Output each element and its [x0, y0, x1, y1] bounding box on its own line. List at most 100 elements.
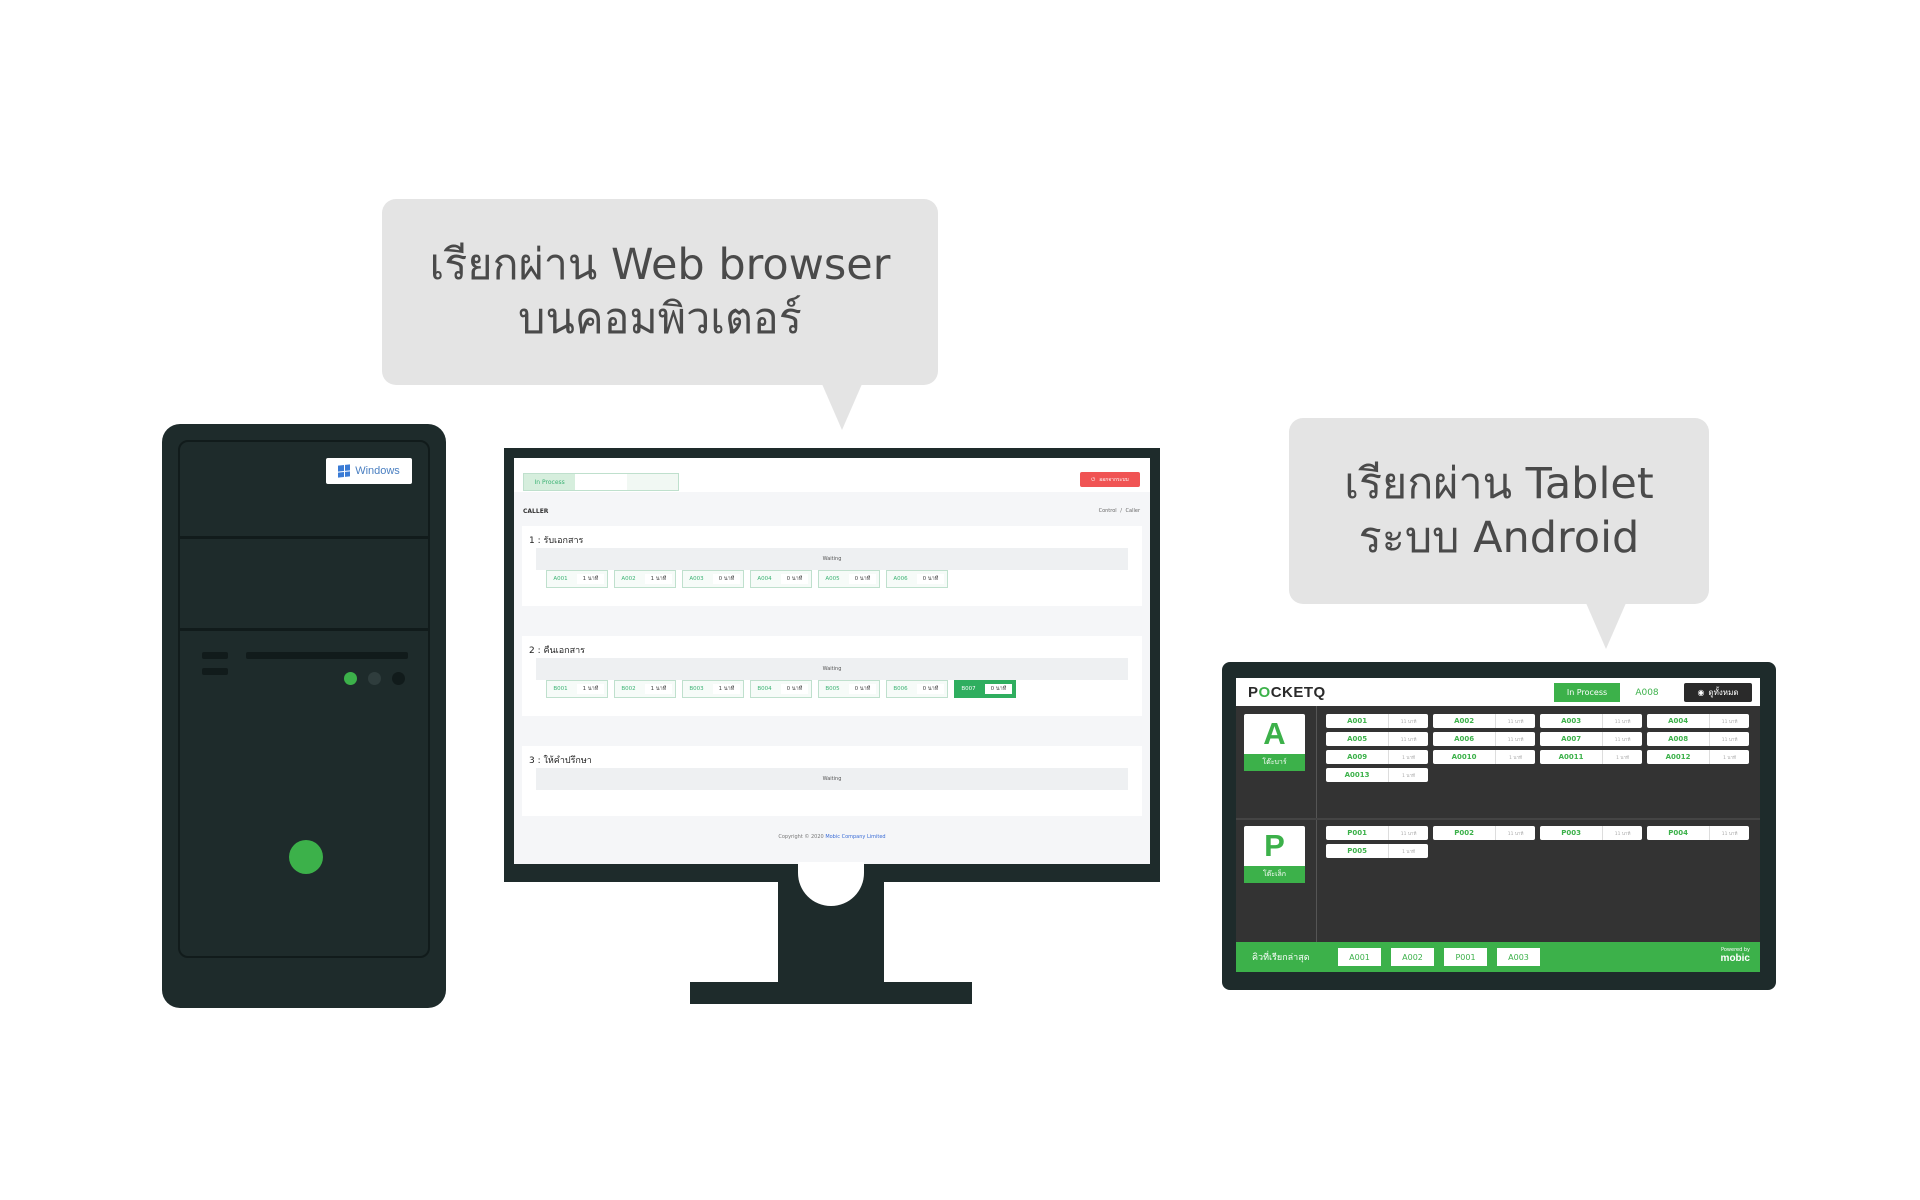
- row-divider: [1236, 818, 1760, 820]
- queue-chip[interactable]: A004 0 นาที: [750, 570, 812, 588]
- tablet-header: POCKETQ In Process A008 ◉ ดูทั้งหมด: [1236, 678, 1760, 706]
- queue-wait: 1 นาที: [577, 574, 604, 584]
- queue-wait: 1 นาที: [645, 574, 672, 584]
- queue-code: A006: [893, 576, 908, 582]
- service-letter: P: [1264, 828, 1285, 863]
- latest-calls-label: คิวที่เรียกล่าสุด: [1252, 953, 1310, 963]
- queue-code: B007: [961, 686, 976, 692]
- breadcrumb-control[interactable]: Control: [1098, 508, 1117, 514]
- status-led-icon: [344, 672, 357, 685]
- queue-chip-active[interactable]: B007 0 นาที: [954, 680, 1016, 698]
- speech-bubble-tablet: เรียกผ่าน Tablet ระบบ Android: [1289, 418, 1709, 604]
- queue-code: A005: [825, 576, 840, 582]
- queue-chip[interactable]: A006 0 นาที: [886, 570, 948, 588]
- queue-wait: 0 นาที: [917, 684, 944, 694]
- view-all-label: ดูทั้งหมด: [1708, 688, 1739, 697]
- recent-calls-list: A001 A002 P001 A003: [1338, 948, 1540, 966]
- queue-code: A004: [757, 576, 772, 582]
- pc-tower: Windows: [162, 424, 446, 1008]
- breadcrumb: Control / Caller: [1099, 508, 1140, 514]
- eye-icon: ◉: [1697, 688, 1705, 697]
- monitor-stand-base: [690, 982, 972, 1004]
- logout-label: ออกจากระบบ: [1099, 476, 1129, 483]
- service-tile-p[interactable]: P โต๊ะเล็ก: [1244, 826, 1305, 883]
- drive-slot: [202, 652, 228, 659]
- tab-empty[interactable]: [626, 474, 678, 490]
- status-led-icon: [392, 672, 405, 685]
- web-browser-screen: In Process ⏻ ออกจากระบบ CALLER Control /…: [514, 458, 1150, 864]
- queue-wait: 0 นาที: [917, 574, 944, 584]
- queue-code: B003: [689, 686, 704, 692]
- service-title: 3 : ให้คำปรึกษา: [529, 756, 592, 766]
- service-name: โต๊ะบาร์: [1244, 754, 1305, 771]
- in-process-button[interactable]: In Process: [1554, 683, 1620, 702]
- tab-in-process[interactable]: In Process: [524, 474, 576, 490]
- mobic-brand: mobic: [1720, 953, 1750, 964]
- desktop-monitor: In Process ⏻ ออกจากระบบ CALLER Control /…: [504, 448, 1160, 882]
- logout-icon: ⏻: [1091, 476, 1096, 483]
- queue-chip[interactable]: B003 1 นาที: [682, 680, 744, 698]
- queue-wait: 0 นาที: [985, 684, 1012, 694]
- power-button[interactable]: [289, 840, 323, 874]
- status-led-icon: [368, 672, 381, 685]
- bubble-web-line1: เรียกผ่าน Web browser: [429, 240, 891, 290]
- queue-wait: 1 นาที: [713, 684, 740, 694]
- queue-code: B001: [553, 686, 568, 692]
- logout-button[interactable]: ⏻ ออกจากระบบ: [1080, 472, 1140, 487]
- queue-code: A002: [621, 576, 636, 582]
- waiting-header: Waiting: [536, 768, 1128, 790]
- tab-empty[interactable]: [575, 474, 627, 490]
- footer-company-link[interactable]: Mobic Company Limited: [825, 834, 886, 840]
- queue-wait: 0 นาที: [781, 574, 808, 584]
- service-card: 3 : ให้คำปรึกษา Waiting: [522, 746, 1142, 816]
- web-tab-bar: In Process: [523, 473, 679, 491]
- current-queue: A008: [1620, 683, 1674, 702]
- pocketq-logo-mark: O: [1258, 684, 1271, 701]
- breadcrumb-separator: /: [1120, 508, 1122, 514]
- queue-wait: 0 นาที: [781, 684, 808, 694]
- web-topbar: In Process ⏻ ออกจากระบบ: [514, 458, 1150, 492]
- queue-chip[interactable]: A002 1 นาที: [614, 570, 676, 588]
- waiting-header: Waiting: [536, 658, 1128, 680]
- queue-code: A003: [689, 576, 704, 582]
- windows-badge: Windows: [326, 458, 412, 484]
- recent-calls-bar: คิวที่เรียกล่าสุด A001 A002 P001 A003 Po…: [1236, 942, 1760, 972]
- pocketq-logo: POCKETQ: [1248, 684, 1326, 701]
- bubble-tablet-line2: ระบบ Android: [1358, 513, 1640, 563]
- waiting-header: Waiting: [536, 548, 1128, 570]
- tower-divider: [178, 628, 430, 631]
- queue-wait: 1 นาที: [645, 684, 672, 694]
- windows-badge-label: Windows: [355, 465, 400, 477]
- web-footer: Copyright © 2020 Mobic Company Limited: [514, 834, 1150, 840]
- service-tile-a[interactable]: A โต๊ะบาร์: [1244, 714, 1305, 771]
- view-all-button[interactable]: ◉ ดูทั้งหมด: [1684, 683, 1752, 702]
